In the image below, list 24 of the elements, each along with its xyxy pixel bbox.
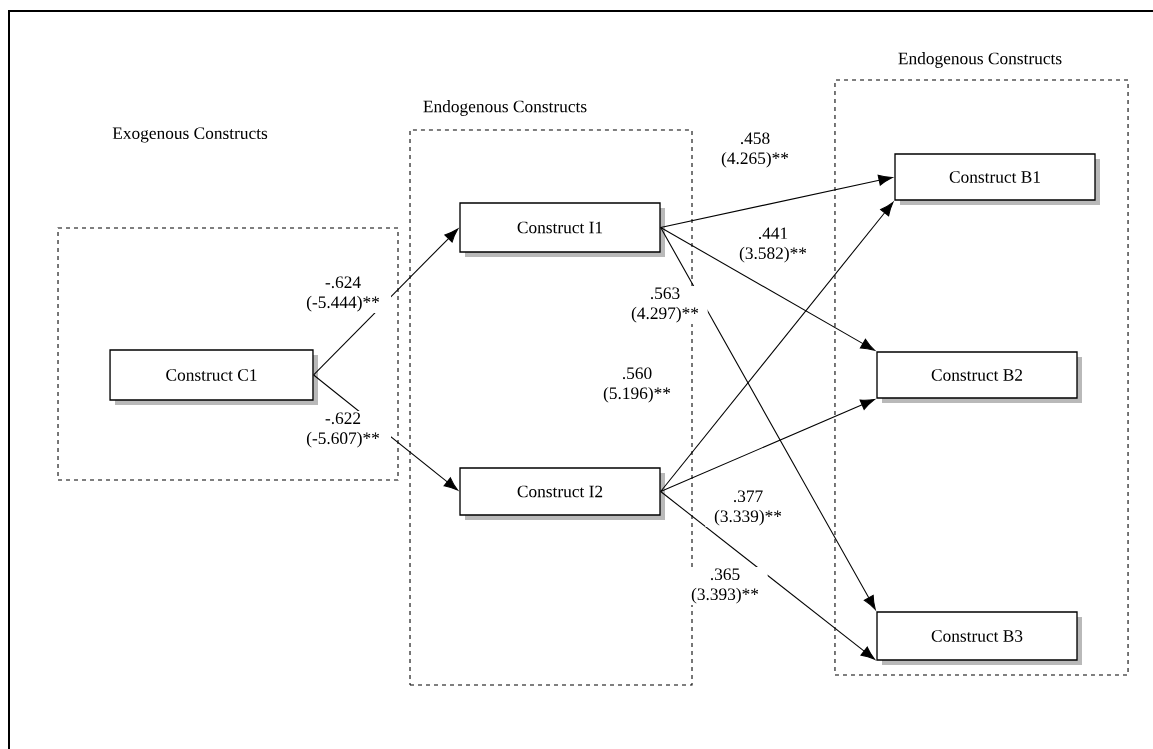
arrow [660, 174, 893, 229]
path-coefficient: .365 (3.393)** [682, 567, 768, 605]
node-label: Endogenous Constructs [898, 52, 1062, 68]
node-label: Exogenous Constructs [112, 127, 268, 143]
arrow [660, 226, 876, 610]
arrow [660, 201, 894, 493]
path-coefficient: .377 (3.339)** [705, 489, 791, 527]
path-coefficient: .458 (4.265)** [712, 131, 798, 169]
construct-box: Construct B3 [876, 611, 1082, 665]
path-coefficient: -.622 (-5.607)** [295, 411, 391, 449]
node-label: Endogenous Constructs [423, 100, 587, 116]
construct-box: Construct I1 [459, 202, 665, 257]
arrow [660, 226, 875, 351]
path-coefficient: -.624 (-5.444)** [295, 275, 391, 313]
construct-box: Construct C1 [109, 349, 318, 405]
path-coefficient: .441 (3.582)** [730, 226, 816, 264]
path-coefficient: .563 (4.297)** [622, 286, 708, 324]
arrow [660, 399, 875, 493]
arrow [660, 490, 876, 660]
construct-box: Construct B1 [894, 153, 1100, 205]
construct-box: Construct I2 [459, 467, 665, 520]
path-coefficient: .560 (5.196)** [594, 366, 680, 404]
arrow [313, 228, 459, 376]
construct-box: Construct B2 [876, 351, 1082, 403]
